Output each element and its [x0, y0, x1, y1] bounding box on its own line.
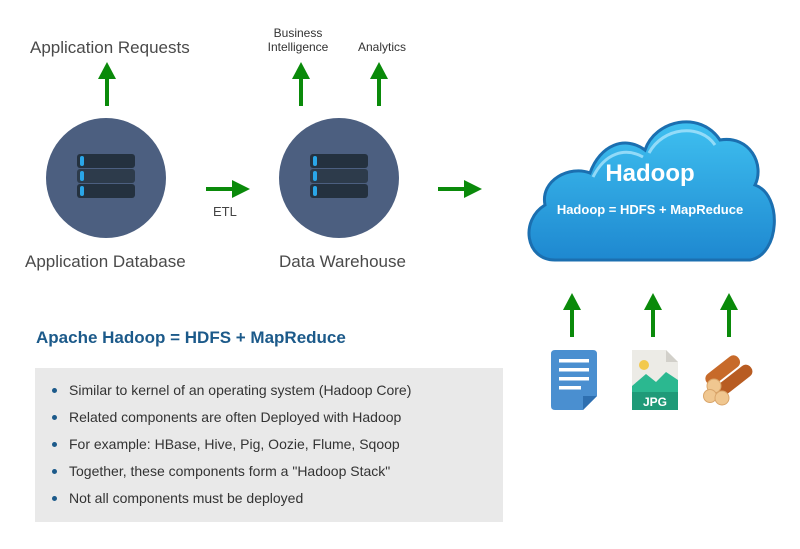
- jpg-image-icon: JPG: [632, 350, 678, 410]
- hadoop-cloud-icon: [527, 120, 776, 262]
- bullet-dot-icon: [52, 388, 57, 393]
- bullet-dot-icon: [52, 469, 57, 474]
- right-arrow-icon: [206, 180, 250, 198]
- bullet-dot-icon: [52, 496, 57, 501]
- server-stack-icon: [310, 154, 368, 199]
- cloud-title: Hadoop: [605, 160, 695, 187]
- server-stack-icon: [77, 154, 135, 199]
- right-arrow-icon: [438, 180, 482, 198]
- data-warehouse-label: Data Warehouse: [279, 252, 406, 271]
- up-arrow-icon: [644, 293, 662, 337]
- bullet-item: Similar to kernel of an operating system…: [35, 377, 503, 404]
- info-heading: Apache Hadoop = HDFS + MapReduce: [36, 328, 346, 347]
- bullet-item: Together, these components form a "Hadoo…: [35, 458, 503, 485]
- up-arrow-icon: [98, 62, 116, 106]
- up-arrow-icon: [563, 293, 581, 337]
- application-requests-label: Application Requests: [30, 38, 190, 57]
- up-arrow-icon: [292, 62, 310, 106]
- up-arrow-icon: [720, 293, 738, 337]
- bullet-dot-icon: [52, 415, 57, 420]
- business-intelligence-line1: Business: [273, 26, 323, 40]
- application-database-node: [46, 118, 166, 238]
- info-bullet-list: Similar to kernel of an operating system…: [35, 368, 503, 512]
- business-intelligence-label: Business Intelligence: [262, 26, 334, 54]
- up-arrow-icon: [370, 62, 388, 106]
- data-warehouse-node: [279, 118, 399, 238]
- jpg-label: JPG: [643, 395, 667, 409]
- bullet-item: Related components are often Deployed wi…: [35, 404, 503, 431]
- info-bullet-box: Similar to kernel of an operating system…: [35, 368, 503, 522]
- analytics-label: Analytics: [357, 40, 407, 54]
- bullet-dot-icon: [52, 442, 57, 447]
- cloud-subtitle: Hadoop = HDFS + MapReduce: [556, 202, 744, 217]
- logs-icon: [703, 355, 753, 406]
- bullet-item: Not all components must be deployed: [35, 485, 503, 512]
- etl-label: ETL: [213, 204, 237, 219]
- document-icon: [551, 350, 597, 410]
- application-database-label: Application Database: [25, 252, 186, 271]
- bullet-item: For example: HBase, Hive, Pig, Oozie, Fl…: [35, 431, 503, 458]
- business-intelligence-line2: Intelligence: [267, 40, 329, 54]
